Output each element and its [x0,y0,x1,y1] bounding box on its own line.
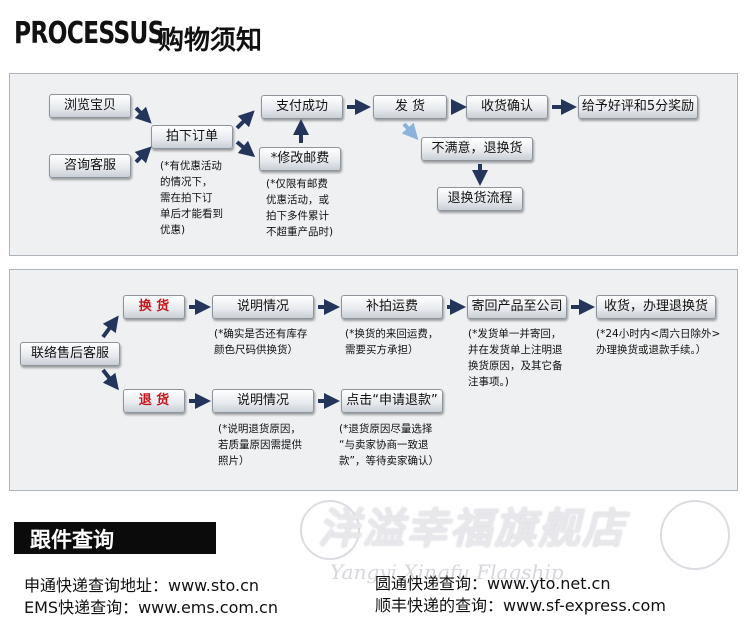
arrow-browse-order [134,106,152,124]
tracking-link-sto[interactable]: 申通快递查询地址：www.sto.cn [24,576,260,595]
explain2-note: (*说明退货原因， 若质量原因需提供 照片） [218,423,302,467]
explain1-note: (*确实是否还有库存 颜色尺码供换货） [214,328,308,356]
node-receive: 收货，办理退换货 [596,295,716,319]
node-browse: 浏览宝贝 [49,94,131,118]
tracking-title-bar [14,522,216,554]
brand-title-en: PROCESSUS [14,16,164,51]
postage-note: (*换货的来回运费， 需要买方承担） [345,328,439,356]
node-modify: *修改邮费 [259,147,341,171]
node-ship: 发 货 [373,95,447,119]
node-contact: 联络售后客服 [20,342,120,366]
node-pay: 支付成功 [261,95,343,119]
arrow-order-pay [235,110,255,130]
receive-note: (*24小时内<周六日除外> 办理换货或退款手续。） [596,328,721,356]
node-explain2: 说明情况 [212,389,314,413]
node-review: 给予好评和5分奖励 [578,95,698,119]
node-return-flow: 退换货流程 [437,187,523,211]
apply-note: (*退货原因尽量选择 “与卖家协商一致退 款”，等待卖家确认） [339,423,439,467]
modify-note: (*仅限有邮费 优惠活动，或 拍下多件累计 不超重产品时) [266,178,334,238]
node-consult: 咨询客服 [49,154,131,178]
order-note: (*有优惠活动 的情况下， 需在拍下订 单后才能看到 优惠) [160,160,223,236]
tracking-link-yto[interactable]: 圆通快递查询：www.yto.net.cn [375,574,611,593]
store-watermark: 洋溢幸福旗舰店 [318,504,627,553]
arrow-consult-order [134,146,152,164]
arrow-ship-unhappy [401,122,419,140]
node-unhappy: 不满意，退换货 [421,137,533,161]
node-refund: 退 货 [123,389,185,413]
send-back-note: (*发货单一并寄回， 并在发货单上注明退 换货原因，及其它备 注事项。) [468,328,563,388]
node-apply: 点击“申请退款” [341,389,443,413]
node-send-back: 寄回产品至公司 [467,295,567,319]
tracking-link-ems[interactable]: EMS快递查询：www.ems.com.cn [24,598,278,617]
node-order: 拍下订单 [151,125,233,149]
arrow-contact-refund [101,368,119,391]
top-flow-arrows [134,99,577,186]
decor-swirl [300,500,360,560]
tracking-title: 跟件查询 [30,528,114,552]
arrow-contact-exchange [101,315,119,339]
arrow-order-modify [235,140,256,158]
node-postage: 补拍运费 [341,295,443,319]
page-title: 购物须知 [158,26,263,56]
store-watermark-en: Yangyi Xingfu Flagship [330,560,564,584]
node-explain1: 说明情况 [212,295,314,319]
bottom-flow-arrows [101,299,595,409]
decor-swirl [660,500,730,570]
tracking-link-sf[interactable]: 顺丰快递的查询：www.sf-express.com [375,596,666,615]
node-exchange: 换 货 [123,295,185,319]
